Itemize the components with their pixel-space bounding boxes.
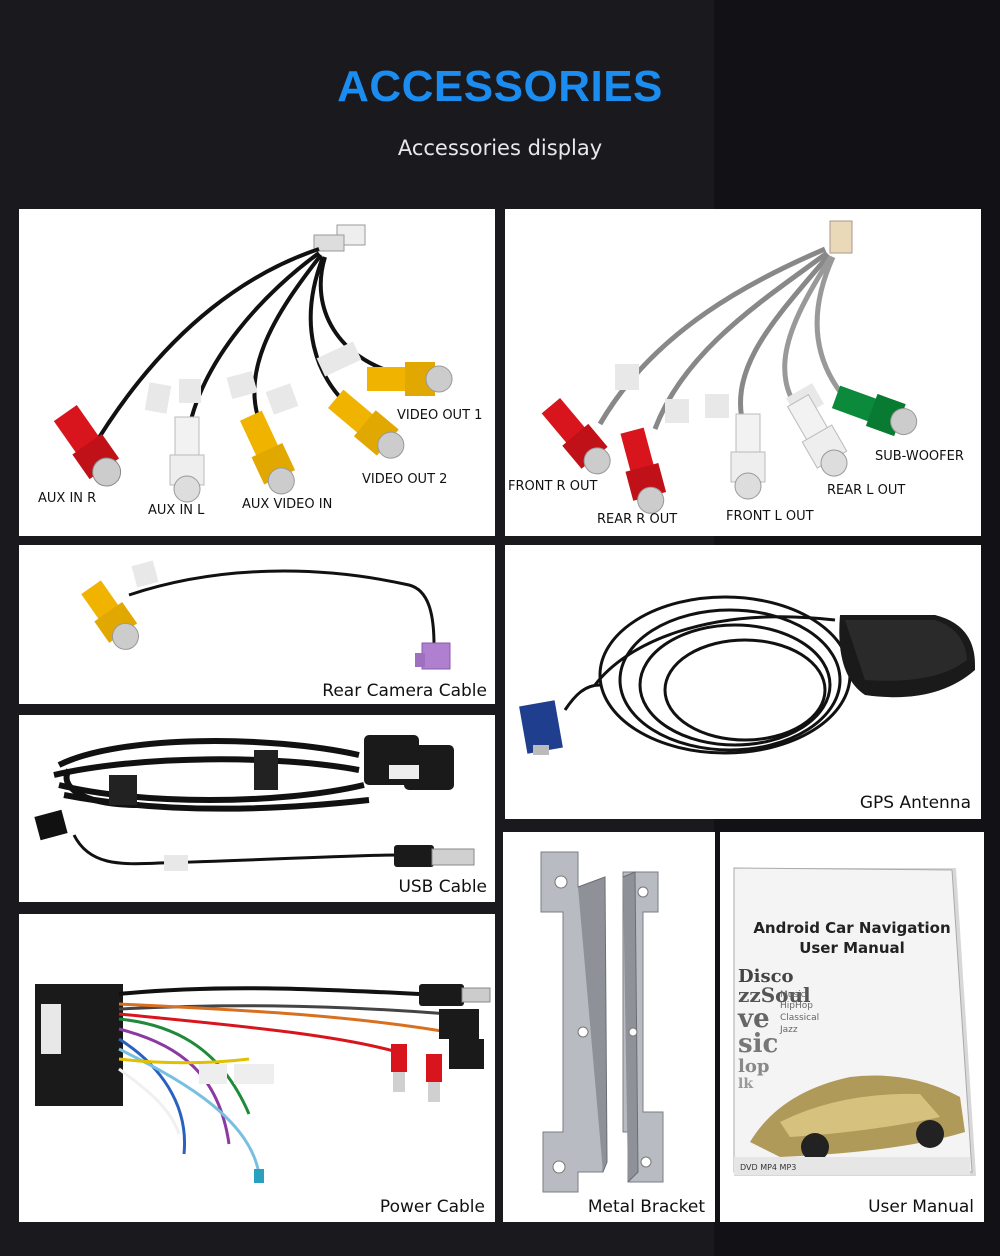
svg-text:lk: lk	[738, 1076, 753, 1092]
label-rear-l-out: REAR L OUT	[827, 483, 906, 498]
caption-rear-camera: Rear Camera Cable	[322, 681, 487, 701]
audio-cable-panel: FRONT R OUT REAR R OUT FRONT L OUT REAR …	[505, 209, 981, 536]
usb-cable-image	[34, 735, 475, 871]
user-manual-image: Disco zzSoul ve sic lop lk Music HipHop …	[733, 867, 976, 1176]
gps-antenna-image	[519, 595, 975, 755]
power-cable-image	[35, 984, 491, 1183]
metal-bracket-image	[540, 851, 664, 1193]
caption-usb-cable: USB Cable	[398, 877, 487, 897]
svg-text:Disco: Disco	[738, 966, 794, 987]
caption-metal-bracket: Metal Bracket	[587, 1197, 705, 1217]
svg-text:lop: lop	[738, 1056, 769, 1077]
metal-bracket-panel: Metal Bracket	[503, 832, 715, 1222]
svg-text:Music: Music	[780, 990, 806, 1000]
label-front-r-out: FRONT R OUT	[508, 479, 598, 494]
label-rear-r-out: REAR R OUT	[597, 512, 678, 527]
svg-text:Jazz: Jazz	[779, 1025, 798, 1035]
page-title: ACCESSORIES	[337, 62, 663, 111]
caption-power-cable: Power Cable	[379, 1197, 485, 1217]
audio-cable-image	[541, 220, 918, 514]
svg-text:zzSoul: zzSoul	[738, 983, 811, 1007]
rear-camera-panel: Rear Camera Cable	[19, 545, 495, 704]
rear-camera-image	[81, 560, 451, 670]
label-aux-in-l: AUX IN L	[148, 503, 205, 518]
label-aux-in-r: AUX IN R	[38, 491, 97, 506]
av-cable-image	[53, 224, 453, 503]
manual-book-title-line2: User Manual	[799, 939, 905, 957]
gps-antenna-panel: GPS Antenna	[505, 545, 981, 819]
usb-cable-panel: USB Cable	[19, 715, 495, 902]
manual-book-title-line1: Android Car Navigation	[753, 919, 951, 937]
page-subtitle: Accessories display	[397, 136, 603, 160]
label-video-out-1: VIDEO OUT 1	[397, 408, 483, 423]
label-video-out-2: VIDEO OUT 2	[362, 472, 448, 487]
av-cable-panel: VIDEO OUT 1 VIDEO OUT 2 AUX IN R AUX IN …	[19, 209, 495, 536]
caption-gps-antenna: GPS Antenna	[859, 793, 971, 813]
label-front-l-out: FRONT L OUT	[726, 509, 814, 524]
svg-text:HipHop: HipHop	[780, 1001, 813, 1011]
caption-user-manual: User Manual	[868, 1197, 974, 1217]
svg-text:sic: sic	[738, 1029, 778, 1059]
user-manual-panel: Disco zzSoul ve sic lop lk Music HipHop …	[720, 832, 984, 1222]
svg-text:Classical: Classical	[780, 1013, 819, 1023]
svg-text:DVD MP4 MP3: DVD MP4 MP3	[740, 1163, 796, 1172]
label-sub-woofer: SUB-WOOFER	[875, 449, 964, 464]
svg-text:ve: ve	[737, 1004, 770, 1034]
power-cable-panel: Power Cable	[19, 914, 495, 1222]
label-aux-video-in: AUX VIDEO IN	[242, 497, 333, 512]
